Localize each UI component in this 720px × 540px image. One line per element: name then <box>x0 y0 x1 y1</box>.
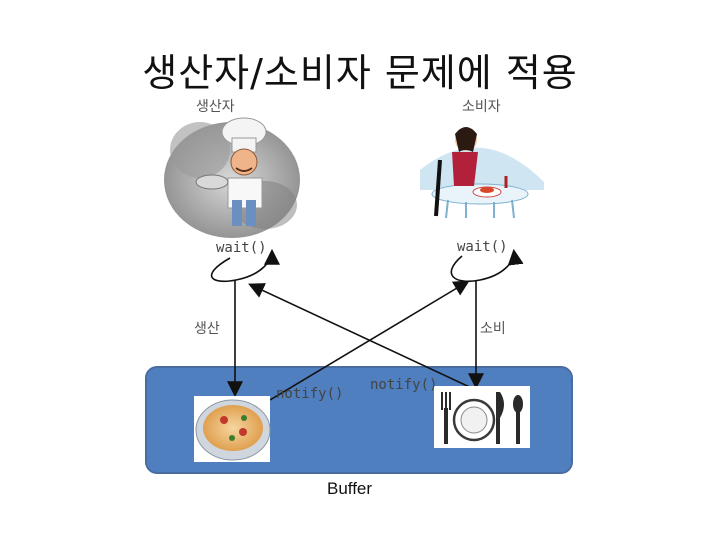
pasta-dish-illustration <box>194 396 271 462</box>
consumer-notify-label: notify() <box>370 377 438 393</box>
chef-illustration <box>164 117 300 238</box>
consume-label: 소비 <box>480 321 506 337</box>
producer-notify-arrow <box>269 280 470 401</box>
diner-illustration <box>420 127 544 219</box>
producer-notify-label: notify() <box>276 386 344 402</box>
empty-plate-illustration <box>434 386 530 448</box>
consumer-label: 소비자 <box>462 99 501 115</box>
producer-label: 생산자 <box>196 99 235 115</box>
producer-wait-loop <box>210 248 280 282</box>
produce-label: 생산 <box>194 321 220 337</box>
consumer-notify-arrow <box>248 283 477 391</box>
buffer-label: Buffer <box>327 479 373 498</box>
page-title: 생산자/소비자 문제에 적용 <box>142 51 578 95</box>
consumer-wait-loop <box>450 248 524 282</box>
producer-wait-label: wait() <box>216 240 267 256</box>
consumer-wait-label: wait() <box>457 239 508 255</box>
